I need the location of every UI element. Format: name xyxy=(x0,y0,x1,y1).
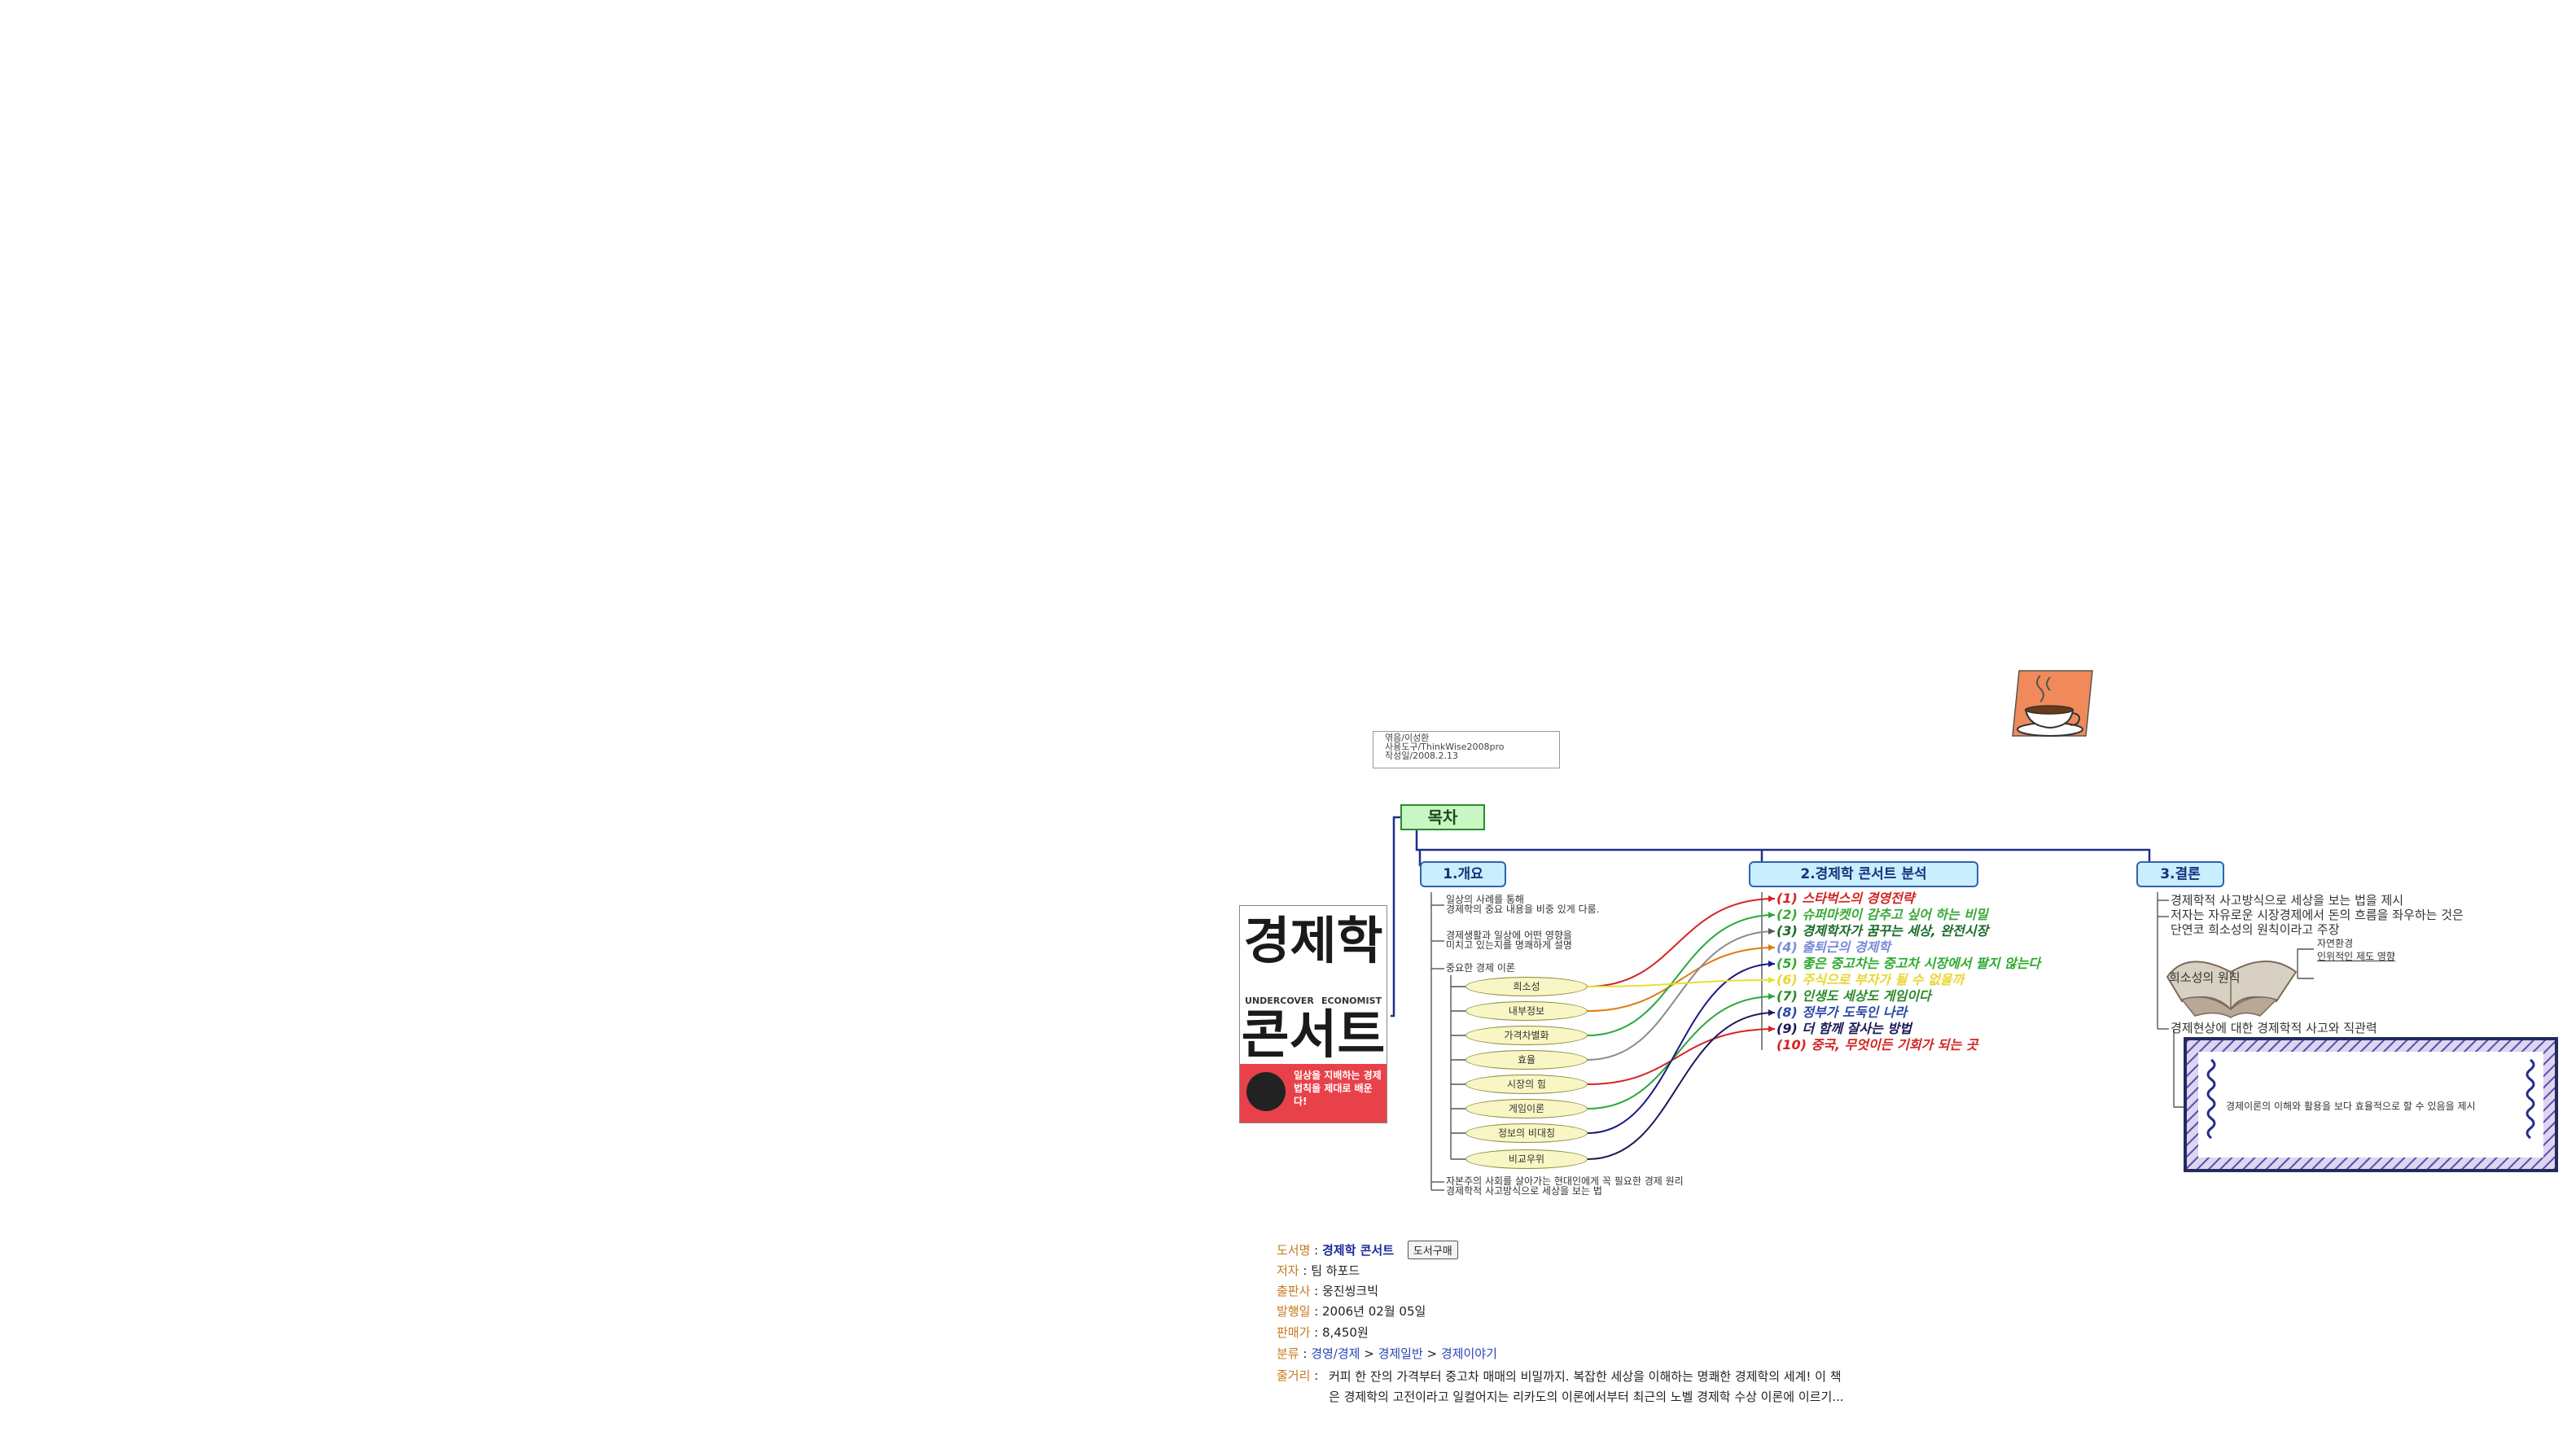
theory-node[interactable]: 내부정보 xyxy=(1465,1001,1588,1021)
chapter-item[interactable]: (6) 주식으로 부자가 될 수 없을까 xyxy=(1776,972,1965,987)
info-label: 도서명 xyxy=(1277,1243,1311,1258)
theory-node[interactable]: 비교우위 xyxy=(1465,1149,1588,1169)
overview-line: 자본주의 사회를 살아가는 현대인에게 꼭 필요한 경제 원리 xyxy=(1446,1175,1684,1187)
theory-node[interactable]: 정보의 비대칭 xyxy=(1465,1123,1588,1143)
book-summary: 커피 한 잔의 가격부터 중고차 매매의 비밀까지. 복잡한 세상을 이해하는 … xyxy=(1329,1369,1844,1404)
theory-node[interactable]: 희소성 xyxy=(1465,977,1588,996)
theory-node[interactable]: 게임이론 xyxy=(1465,1099,1588,1118)
section-node-conclusion[interactable]: 3.결론 xyxy=(2136,861,2224,887)
conclusion-line: 저자는 자유로운 시장경제에서 돈의 흐름을 좌우하는 것은 xyxy=(2171,908,2464,922)
category-link[interactable]: 경제일반 xyxy=(1378,1346,1423,1361)
info-price-row: 판매가 : 8,450원 xyxy=(1277,1325,1369,1340)
cover-title-bottom: 콘서트 xyxy=(1241,1005,1386,1066)
chapter-item[interactable]: (9) 더 함께 잘사는 방법 xyxy=(1776,1021,1912,1036)
info-date-row: 발행일 : 2006년 02월 05일 xyxy=(1277,1304,1426,1319)
section-node-analysis[interactable]: 2.경제학 콘서트 분석 xyxy=(1749,861,1978,887)
theory-node[interactable]: 시장의 힘 xyxy=(1465,1075,1588,1094)
buy-book-button[interactable]: 도서구매 xyxy=(1407,1241,1458,1259)
meta-line: 엮음/이성환 xyxy=(1385,733,1430,743)
book-title-link[interactable]: 경제학 콘서트 xyxy=(1322,1243,1395,1258)
tree-branches xyxy=(1391,816,2151,1018)
conclusion-line: 단연코 희소성의 원칙이라고 주장 xyxy=(2171,922,2340,937)
info-value: 팀 하포드 xyxy=(1311,1263,1360,1278)
chapter-item[interactable]: (2) 슈퍼마켓이 감추고 싶어 하는 비밀 xyxy=(1776,907,1988,922)
open-book-icon xyxy=(2166,961,2298,1018)
theory-heading: 중요한 경제 이론 xyxy=(1446,962,1515,974)
category-link[interactable]: 경영/경제 xyxy=(1311,1346,1360,1361)
cover-english-left: UNDERCOVER xyxy=(1245,996,1314,1006)
link-price xyxy=(1587,914,1776,1036)
scarcity-sub: 인위적인 제도 영향 xyxy=(2317,951,2395,962)
scarcity-node[interactable]: 희소성의 원칙 xyxy=(2169,970,2241,985)
cover-banner-text: 일상을 지배하는 경제 법칙을 제대로 배운다! xyxy=(1294,1070,1382,1107)
author-meta-box: 엮음/이성환 사용도구/ThinkWise2008pro 작성일/2008.2.… xyxy=(1373,731,1560,768)
scarcity-sub: 자연환경 xyxy=(2317,938,2354,949)
info-author-row: 저자 : 팀 하포드 xyxy=(1277,1263,1360,1278)
info-value: 8,450원 xyxy=(1322,1325,1369,1340)
info-summary-label-row: 줄거리 : xyxy=(1277,1368,1319,1383)
link-scarcity xyxy=(1587,898,1776,987)
info-title-row: 도서명 : 경제학 콘서트 도서구매 xyxy=(1277,1241,1458,1259)
conclusion-highlight-box: 경제이론의 이해와 활용을 보다 효율적으로 할 수 있음을 제시 xyxy=(2184,1037,2558,1172)
section-node-overview[interactable]: 1.개요 xyxy=(1420,861,1506,887)
info-label: 출판사 xyxy=(1277,1284,1311,1298)
link-compar xyxy=(1587,1012,1776,1160)
chapter-item[interactable]: (7) 인생도 세상도 게임이다 xyxy=(1776,988,1931,1004)
overview-line: 경제생활과 일상에 어떤 영향을 xyxy=(1446,930,1572,941)
toc-node[interactable]: 목차 xyxy=(1400,804,1485,830)
info-category-row: 분류 : 경영/경제 > 경제일반 > 경제이야기 xyxy=(1277,1346,1497,1361)
chapter-item[interactable]: (10) 중국, 무엇이든 기회가 되는 곳 xyxy=(1776,1037,1978,1053)
link-game xyxy=(1587,996,1776,1110)
conclusion-line: 경제현상에 대한 경제학적 사고와 직관력 xyxy=(2171,1021,2377,1035)
info-label: 판매가 xyxy=(1277,1325,1311,1340)
chapter-item[interactable]: (1) 스타벅스의 경영전략 xyxy=(1776,891,1915,906)
overview-line: 미치고 있는지를 명쾌하게 설명 xyxy=(1446,939,1572,951)
chapter-item[interactable]: (5) 좋은 중고차는 중고차 시장에서 팔지 않는다 xyxy=(1776,956,2041,971)
section-bus xyxy=(1415,830,2151,866)
book-cover-image: 경제학 UNDERCOVER ECONOMIST 콘서트 일상을 지배하는 경제… xyxy=(1239,905,1387,1123)
arrowheads xyxy=(1768,895,1775,1032)
info-label: 줄거리 xyxy=(1277,1368,1311,1383)
cover-english-right: ECONOMIST xyxy=(1321,996,1382,1006)
meta-line: 사용도구/ThinkWise2008pro xyxy=(1385,742,1505,752)
info-value: 2006년 02월 05일 xyxy=(1322,1304,1426,1319)
cover-english-title: UNDERCOVER ECONOMIST xyxy=(1245,996,1382,1006)
theory-chapter-links xyxy=(1587,898,1776,1160)
toc-trunk xyxy=(1391,816,1400,1018)
link-stock xyxy=(1587,979,1776,987)
decorative-border xyxy=(2187,1040,2555,1169)
theory-node[interactable]: 가격차별화 xyxy=(1465,1026,1588,1045)
meta-line: 작성일/2008.2.13 xyxy=(1385,751,1459,761)
cover-title-top: 경제학 xyxy=(1243,911,1383,970)
chapter-item[interactable]: (3) 경제학자가 꿈꾸는 세상, 완전시장 xyxy=(1776,923,1989,939)
overview-tree xyxy=(1430,892,1465,1191)
info-label: 발행일 xyxy=(1277,1304,1311,1319)
link-insider xyxy=(1587,947,1776,1012)
chapter-item[interactable]: (8) 정부가 도둑인 나라 xyxy=(1776,1004,1908,1020)
conclusion-box-text: 경제이론의 이해와 활용을 보다 효율적으로 할 수 있음을 제시 xyxy=(2226,1101,2476,1112)
info-label: 분류 xyxy=(1277,1346,1299,1361)
chapter-item[interactable]: (4) 출퇴근의 경제학 xyxy=(1776,939,1890,955)
info-label: 저자 xyxy=(1277,1263,1299,1278)
link-market xyxy=(1587,1028,1776,1085)
conclusion-tree xyxy=(2157,892,2314,1108)
conclusion-line: 경제학적 사고방식으로 세상을 보는 법을 제시 xyxy=(2171,893,2404,908)
overview-line: 일상의 사례를 통해 xyxy=(1446,894,1524,905)
cover-badge xyxy=(1246,1072,1286,1111)
link-efficiency xyxy=(1587,930,1776,1061)
info-value: 웅진씽크빅 xyxy=(1322,1284,1379,1298)
info-publisher-row: 출판사 : 웅진씽크빅 xyxy=(1277,1284,1379,1298)
link-asym xyxy=(1587,963,1776,1134)
coffee-cup-icon xyxy=(2012,670,2093,737)
overview-line: 경제학의 중요 내용을 비중 있게 다룸. xyxy=(1446,904,1600,915)
overview-line: 경제학적 사고방식으로 세상을 보는 법 xyxy=(1446,1185,1602,1197)
theory-node[interactable]: 효율 xyxy=(1465,1050,1588,1070)
category-link[interactable]: 경제이야기 xyxy=(1440,1346,1497,1361)
